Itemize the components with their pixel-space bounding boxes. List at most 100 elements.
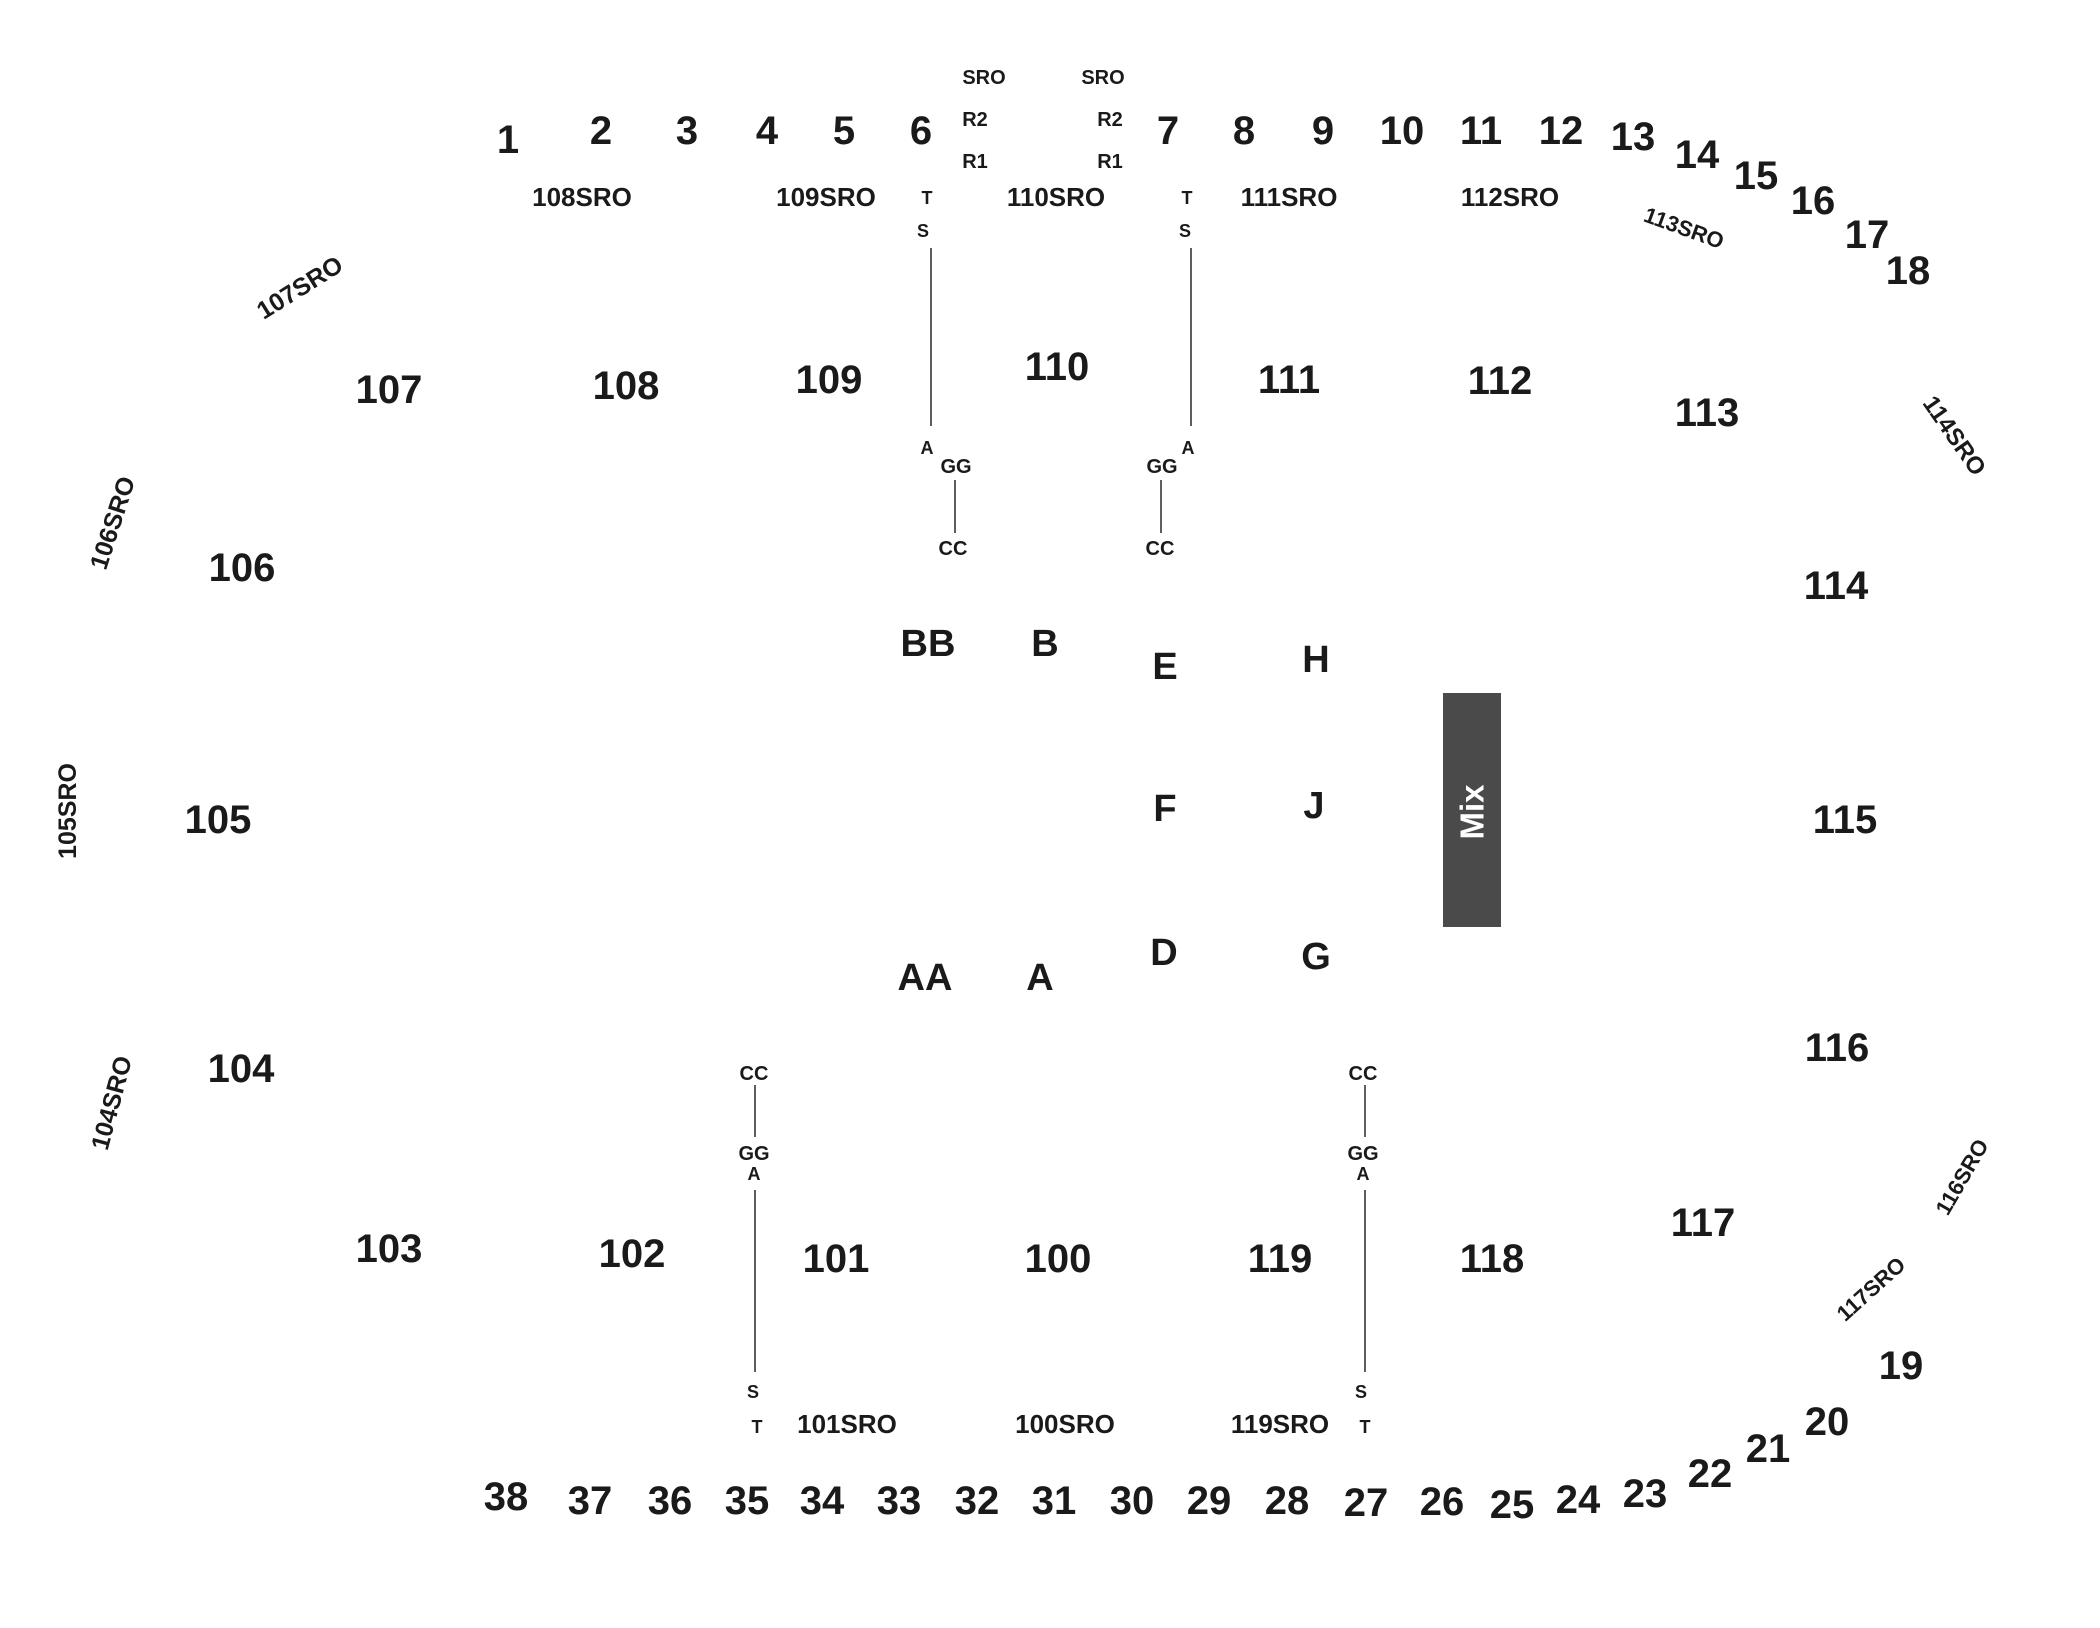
aisle-marker-t: T [922, 188, 933, 208]
section-label-114[interactable]: 114 [1804, 564, 1869, 608]
section-label-116[interactable]: 116 [1805, 1026, 1870, 1070]
aisle-marker-a: A [1357, 1164, 1370, 1184]
bottom-row-number-22: 22 [1688, 1452, 1733, 1496]
aisle-marker-gg: GG [940, 456, 971, 478]
aisle-marker-s: S [747, 1382, 759, 1402]
bottom-row-number-26: 26 [1420, 1480, 1465, 1524]
bottom-row-number-23: 23 [1623, 1472, 1668, 1516]
top-row-number-11: 11 [1460, 109, 1502, 153]
bottom-row-number-32: 32 [955, 1479, 1000, 1523]
aisle-marker-r1: R1 [962, 151, 988, 173]
floor-section-label-j[interactable]: J [1303, 785, 1324, 827]
section-labels: 107 108 109 110 111 112 113 114 106 105 104 115 116 1… [185, 345, 1878, 1281]
floor-section-label-e[interactable]: E [1152, 646, 1177, 688]
section-label-113[interactable]: 113 [1675, 391, 1740, 435]
sro-label-105sro[interactable]: 105SRO [54, 763, 82, 859]
aisle-marker-gg: GG [738, 1143, 769, 1165]
aisle-marker-labels: SROR2R1SROR2R1TSTSAGGCCAGGCCCCGGACCGGAST… [738, 67, 1378, 1437]
section-label-110[interactable]: 110 [1025, 345, 1090, 389]
floor-section-label-aa[interactable]: AA [898, 957, 953, 999]
top-row-number-17: 17 [1845, 213, 1890, 257]
aisle-marker-cc: CC [1146, 538, 1175, 560]
sro-label-116sro[interactable]: 116SRO [1930, 1135, 1993, 1220]
sro-label-109sro[interactable]: 109SRO [776, 182, 876, 212]
aisle-marker-s: S [917, 221, 929, 241]
floor-section-label-h[interactable]: H [1302, 639, 1329, 681]
section-label-106[interactable]: 106 [209, 546, 276, 590]
top-row-number-1: 1 [497, 118, 519, 162]
section-label-111[interactable]: 111 [1258, 358, 1320, 402]
top-row-number-18: 18 [1886, 249, 1931, 293]
floor-section-label-f[interactable]: F [1153, 788, 1176, 830]
floor-section-label-bb[interactable]: BB [901, 623, 956, 665]
bottom-row-number-24: 24 [1556, 1478, 1601, 1522]
section-label-118[interactable]: 118 [1460, 1237, 1525, 1281]
mix-booth[interactable]: Mix [1443, 693, 1501, 927]
top-row-number-7: 7 [1157, 109, 1179, 153]
floor-section-label-a[interactable]: A [1026, 957, 1053, 999]
bottom-row-number-21: 21 [1746, 1427, 1791, 1471]
sro-label-110sro[interactable]: 110SRO [1007, 182, 1105, 212]
top-row-number-6: 6 [910, 109, 932, 153]
sro-label-112sro[interactable]: 112SRO [1461, 182, 1559, 212]
top-row-number-10: 10 [1380, 109, 1425, 153]
sro-label-108sro[interactable]: 108SRO [532, 182, 632, 212]
section-label-104[interactable]: 104 [208, 1047, 275, 1091]
aisle-connectors [754, 248, 1366, 1372]
top-row-number-8: 8 [1233, 109, 1255, 153]
top-row-number-15: 15 [1734, 154, 1779, 198]
top-row-number-2: 2 [590, 109, 612, 153]
bottom-row-number-33: 33 [877, 1479, 922, 1523]
aisle-marker-cc: CC [740, 1063, 769, 1085]
section-label-107[interactable]: 107 [356, 368, 423, 412]
sro-label-106sro[interactable]: 106SRO [85, 473, 141, 573]
bottom-row-number-25: 25 [1490, 1483, 1535, 1527]
mix-booth-box[interactable] [1443, 693, 1501, 927]
section-label-102[interactable]: 102 [599, 1232, 666, 1276]
sro-label-114sro[interactable]: 114SRO [1917, 391, 1991, 481]
bottom-row-number-36: 36 [648, 1479, 693, 1523]
sro-label-100sro[interactable]: 100SRO [1015, 1409, 1115, 1439]
bottom-row-number-38: 38 [484, 1475, 529, 1519]
floor-section-label-d[interactable]: D [1150, 932, 1177, 974]
aisle-marker-gg: GG [1347, 1143, 1378, 1165]
floor-section-label-g[interactable]: G [1301, 936, 1331, 978]
bottom-row-number-19: 19 [1879, 1344, 1924, 1388]
sro-label-107sro[interactable]: 107SRO [252, 251, 348, 326]
sro-label-111sro[interactable]: 111SRO [1241, 182, 1338, 212]
bottom-row-number-35: 35 [725, 1479, 770, 1523]
aisle-marker-sro: SRO [1081, 67, 1124, 89]
floor-section-label-b[interactable]: B [1031, 623, 1058, 665]
sro-label-101sro[interactable]: 101SRO [797, 1409, 897, 1439]
aisle-marker-a: A [748, 1164, 761, 1184]
sro-label-113sro[interactable]: 113SRO [1641, 202, 1728, 254]
bottom-row-number-20: 20 [1805, 1400, 1850, 1444]
top-row-number-4: 4 [756, 109, 779, 153]
sro-label-104sro[interactable]: 104SRO [86, 1053, 138, 1153]
section-label-109[interactable]: 109 [796, 358, 863, 402]
section-label-112[interactable]: 112 [1468, 359, 1533, 403]
sro-label-117sro[interactable]: 117SRO [1832, 1252, 1911, 1326]
section-label-119[interactable]: 119 [1248, 1237, 1313, 1281]
section-label-115[interactable]: 115 [1813, 798, 1878, 842]
section-label-108[interactable]: 108 [593, 364, 660, 408]
section-label-105[interactable]: 105 [185, 798, 252, 842]
aisle-marker-gg: GG [1146, 456, 1177, 478]
top-row-number-14: 14 [1675, 133, 1720, 177]
section-label-100[interactable]: 100 [1025, 1237, 1092, 1281]
aisle-marker-a: A [921, 438, 934, 458]
section-label-103[interactable]: 103 [356, 1227, 423, 1271]
aisle-marker-a: A [1182, 438, 1195, 458]
aisle-marker-t: T [752, 1417, 763, 1437]
section-label-101[interactable]: 101 [803, 1237, 870, 1281]
bottom-row-number-37: 37 [568, 1479, 613, 1523]
top-row-number-16: 16 [1791, 179, 1836, 223]
top-row-number-12: 12 [1539, 109, 1584, 153]
section-label-117[interactable]: 117 [1671, 1201, 1736, 1245]
sro-label-119sro[interactable]: 119SRO [1231, 1409, 1329, 1439]
bottom-row-number-27: 27 [1344, 1481, 1389, 1525]
